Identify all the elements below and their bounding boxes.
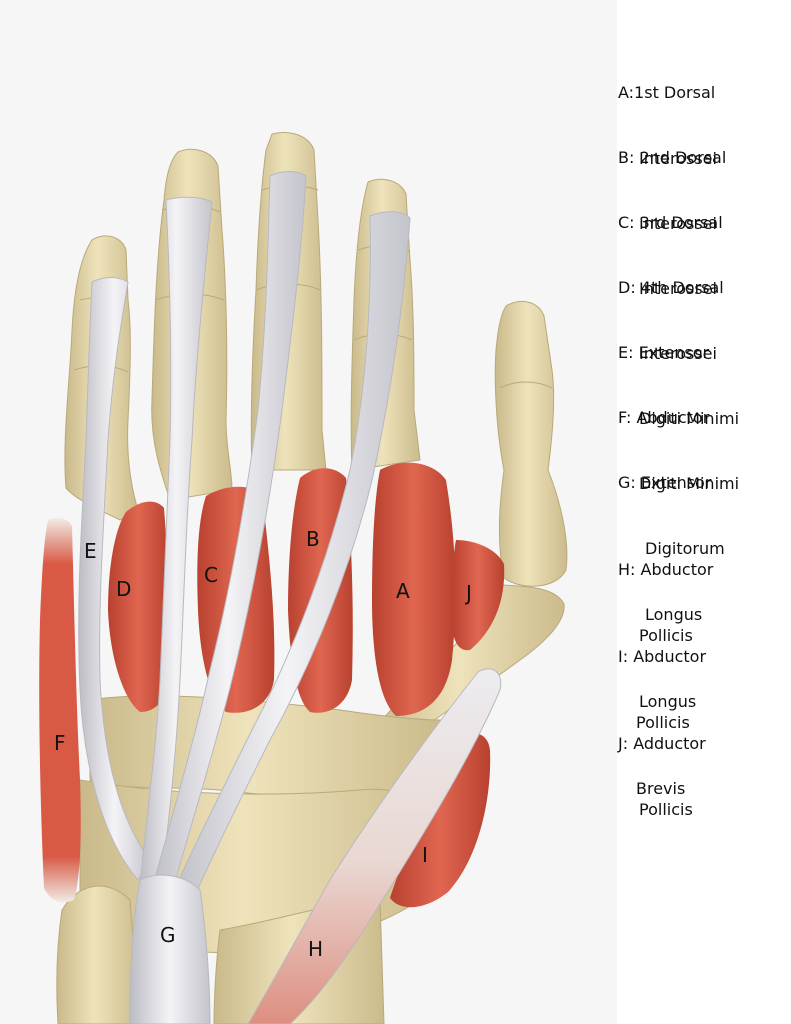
abductor-digiti-minimi-muscle (39, 518, 81, 903)
legend-entry-c: C: 3rd Dorsal Interossei (618, 213, 723, 298)
marker-b: B (306, 527, 320, 551)
ulna-bone (56, 885, 141, 1024)
legend-entry-g: G: Extensor Digitorum Longus (618, 473, 725, 624)
adductor-pollicis-muscle (452, 540, 505, 651)
hand-anatomy-illustration: A B C D E F G H I J (39, 132, 568, 1024)
marker-i: I (422, 843, 428, 867)
marker-g: G (160, 923, 176, 947)
marker-d: D (116, 577, 131, 601)
extensor-digiti-minimi-tendon (78, 277, 151, 881)
legend-entry-b: B: 2nd Dorsal Interossei (618, 148, 727, 233)
first-dorsal-interossei-muscle (372, 462, 456, 716)
thumb-bone (494, 300, 568, 587)
marker-c: C (204, 563, 218, 587)
legend-entry-h: H: Abductor Pollicis Longus (618, 560, 714, 711)
legend-entry-e: E: Extensor Digiti Minimi (618, 343, 740, 428)
tendons (78, 171, 502, 1024)
legend-entry-i: I: Abductor Pollicis Brevis (618, 647, 707, 798)
legend-entry-f: F: Abductor Digiti Minimi (618, 408, 740, 493)
legend-entry-j: J: Adductor Pollicis (618, 734, 706, 819)
abductor-pollicis-longus-tendon (247, 668, 502, 1024)
marker-j: J (464, 581, 472, 605)
marker-f: F (54, 731, 66, 755)
marker-e: E (84, 539, 97, 563)
abductor-pollicis-brevis-muscle (390, 733, 491, 908)
legend-entry-a: A:1st Dorsal Interossei (618, 83, 717, 168)
extensor-tendon-middle (149, 171, 307, 901)
extensor-tendon-index (163, 211, 411, 921)
letter-markers: A B C D E F G H I J (54, 527, 472, 961)
extensor-digitorum-longus-tendon (129, 874, 211, 1024)
legend-entry-d: D: 4th Dorsal Interossei (618, 278, 724, 363)
marker-h: H (308, 937, 323, 961)
legend-panel: A:1st Dorsal Interossei B: 2nd Dorsal In… (617, 0, 791, 1024)
marker-a: A (396, 579, 410, 603)
fourth-dorsal-interossei-muscle (108, 501, 169, 712)
